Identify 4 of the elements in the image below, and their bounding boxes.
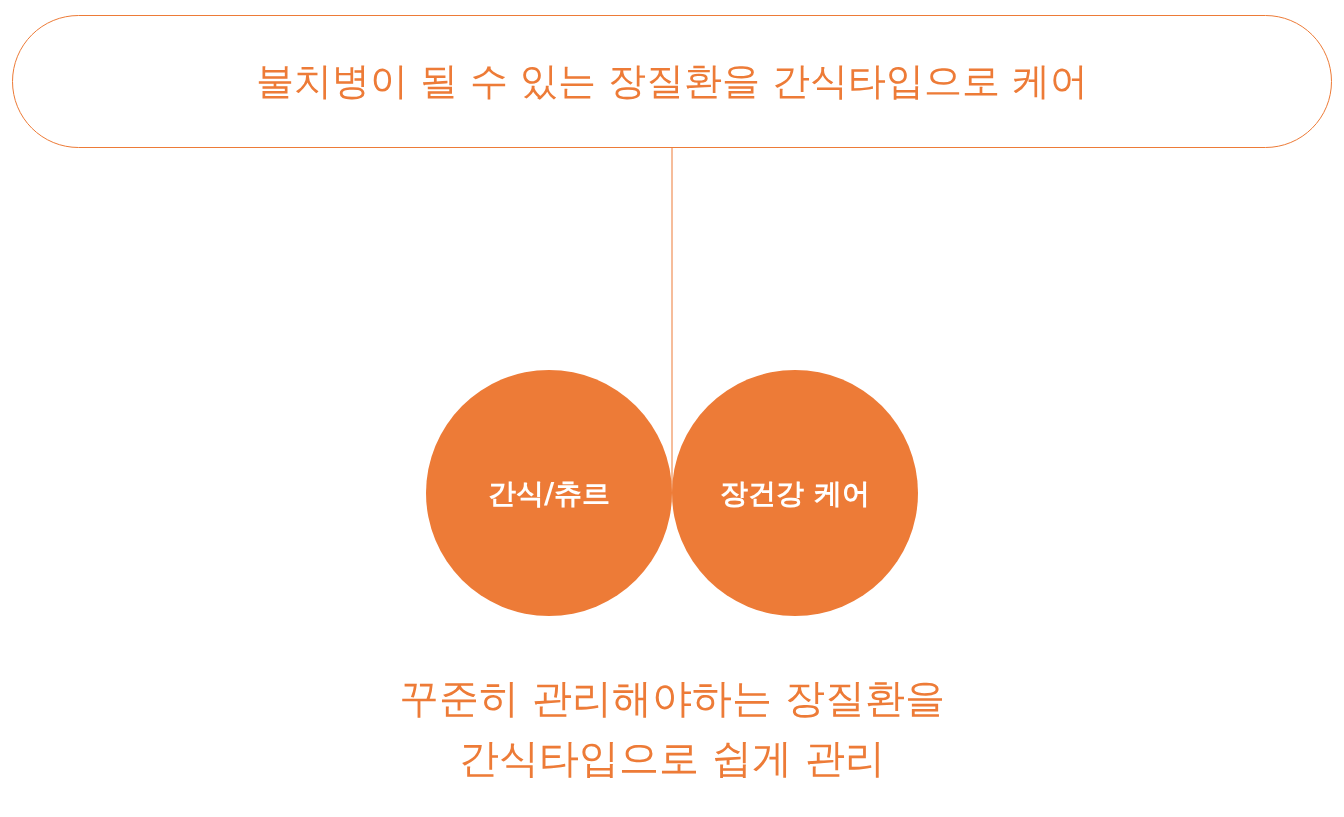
headline-text: 불치병이 될 수 있는 장질환을 간식타입으로 케어: [255, 57, 1089, 105]
circle-label: 장건강 케어: [720, 475, 870, 511]
circle-label: 간식/츄르: [487, 475, 611, 511]
caption-text: 꾸준히 관리해야하는 장질환을 간식타입으로 쉽게 관리: [398, 674, 946, 783]
